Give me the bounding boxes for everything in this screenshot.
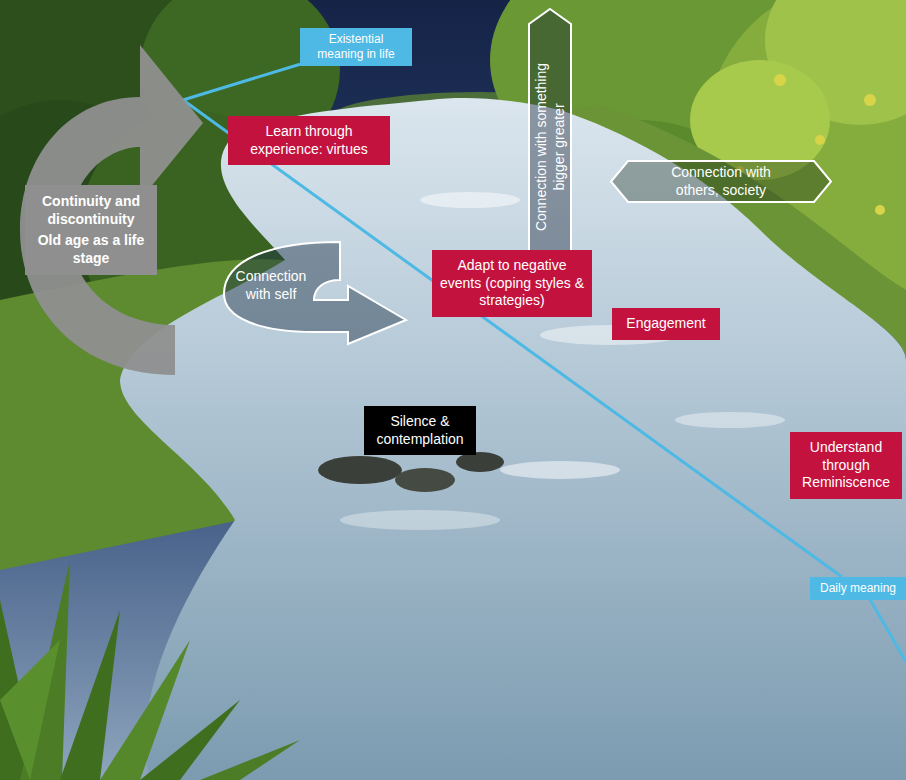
outline-shape	[611, 161, 831, 202]
node-text: Engagement	[620, 315, 712, 333]
hexagon-box: Connection with others, society	[610, 160, 832, 203]
outline-shape	[529, 9, 571, 285]
outline-shape	[224, 242, 406, 344]
node-text: Learn through experience: virtues	[236, 123, 382, 158]
arrow-text-panel: Continuity and discontinuityOld age as a…	[25, 185, 157, 275]
node-text: Connection with self	[228, 268, 314, 303]
meaning-line-tail	[868, 596, 906, 662]
curved-arrow-outline: Connection with self	[220, 238, 410, 348]
meaning-box: Daily meaning	[810, 577, 906, 600]
meaning-line	[183, 64, 842, 577]
node-text: Adapt to negative events (coping styles …	[440, 257, 584, 310]
node-text: Connection with something bigger greater	[533, 42, 568, 252]
outline-shape	[20, 45, 203, 375]
vertical-hexagon: Connection with something bigger greater	[528, 8, 572, 286]
node-text: Understand through Reminiscence	[798, 439, 894, 492]
node-text: Existential meaning in life	[306, 32, 406, 62]
node-text: Continuity and discontinuity	[29, 193, 153, 228]
arrow-text-holder: Connection with self	[228, 268, 314, 303]
theme-box: Adapt to negative events (coping styles …	[432, 250, 592, 317]
node-text: Daily meaning	[816, 581, 900, 596]
node-text: Connection with others, society	[650, 164, 792, 199]
node-text: Old age as a life stage	[29, 232, 153, 267]
theme-box: Learn through experience: virtues	[228, 116, 390, 165]
theme-box: Engagement	[612, 308, 720, 340]
curved-arrow-band: Continuity and discontinuityOld age as a…	[15, 35, 207, 380]
node-text: Silence & contemplation	[372, 413, 468, 448]
contemplation-box: Silence & contemplation	[364, 406, 476, 455]
meaning-box: Existential meaning in life	[300, 28, 412, 66]
rotated-text-holder: Connection with something bigger greater	[533, 42, 568, 252]
theme-box: Understand through Reminiscence	[790, 432, 902, 499]
